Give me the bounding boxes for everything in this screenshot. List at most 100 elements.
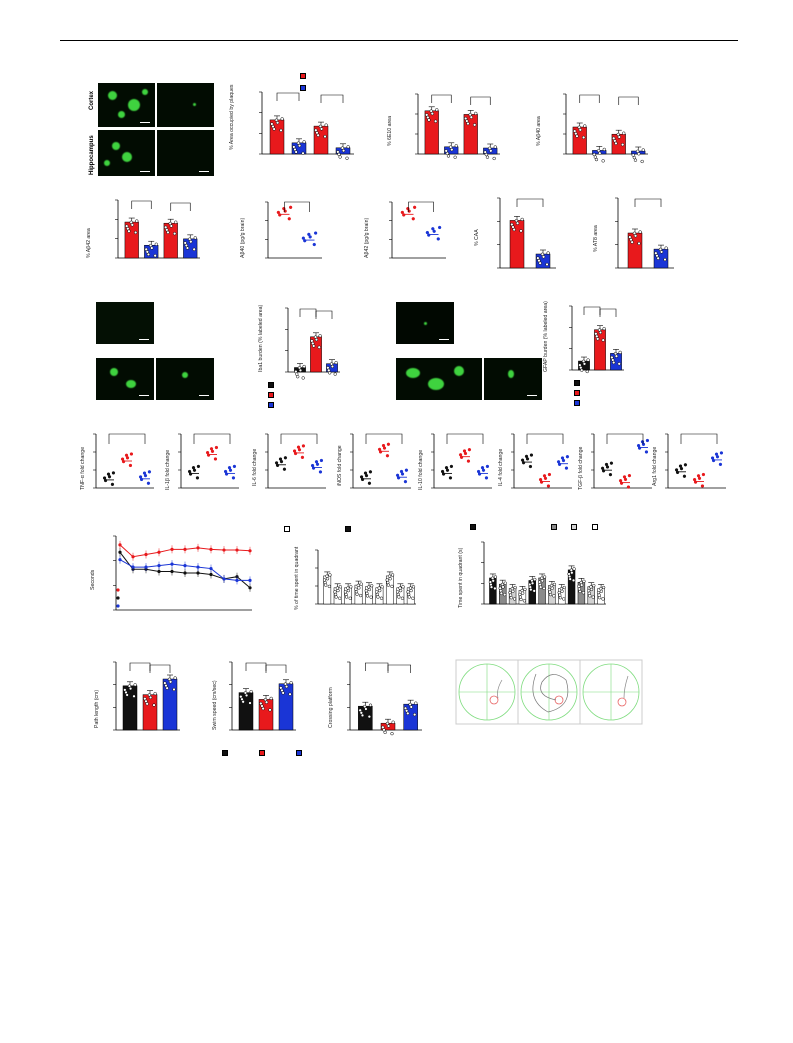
data-point [509, 596, 513, 600]
data-point [264, 700, 269, 704]
significance-bracket [431, 94, 452, 103]
e10-ylabel: % 6E10 area [387, 116, 393, 146]
data-point [578, 589, 582, 594]
data-point [427, 118, 431, 122]
data-point [338, 596, 342, 600]
data-point [294, 150, 298, 154]
data-point [515, 221, 520, 225]
data-point [605, 465, 610, 469]
data-point [414, 701, 418, 705]
data-point [485, 155, 490, 159]
data-point [407, 595, 411, 599]
data-point [552, 582, 557, 587]
data-point [249, 689, 253, 694]
legend-red-square [268, 392, 274, 398]
gfap-ylabel: GFAP burden (% labeled area) [543, 301, 549, 372]
data-point [302, 364, 306, 369]
data-point [153, 254, 157, 258]
data-point [411, 596, 415, 600]
axes [350, 433, 411, 489]
data-point [493, 586, 497, 591]
data-point [489, 585, 494, 589]
data-point [388, 577, 392, 581]
data-point [583, 124, 587, 128]
data-point [562, 597, 566, 601]
data-point [585, 369, 589, 374]
data-point [145, 702, 149, 706]
significance-bracket [680, 433, 718, 444]
top-rule [60, 40, 738, 41]
chart-escape-latency [113, 535, 252, 611]
data-point [279, 459, 284, 464]
tnf-ylabel: TNF-α fold change [80, 447, 86, 490]
time-quadrant-ylabel: Time spent in quadrant (s) [458, 547, 464, 608]
data-point [275, 121, 280, 125]
data-point [523, 587, 527, 592]
data-point [543, 476, 548, 480]
legend-blue-square [300, 85, 306, 91]
data-point [542, 575, 547, 579]
data-point [446, 154, 451, 158]
data-point [663, 257, 667, 262]
chart-tgfb-fold-change [591, 433, 652, 489]
chart-at8-area [615, 197, 674, 269]
track-image-2 [517, 659, 581, 725]
data-point [601, 585, 606, 590]
data-point [349, 585, 353, 589]
data-point [152, 703, 156, 707]
legend-blue-square [296, 750, 302, 756]
data-point [269, 696, 273, 701]
data-point [484, 476, 489, 480]
data-point [345, 156, 349, 160]
data-point [580, 368, 584, 372]
micrograph-cortex-2 [157, 83, 214, 127]
data-point [449, 464, 454, 469]
chart-ab40-area [563, 93, 648, 164]
data-point [364, 707, 368, 711]
data-point [228, 468, 233, 472]
data-point [125, 456, 130, 460]
data-point [450, 147, 454, 152]
chart-percent-time-quadrant [315, 549, 416, 605]
data-point [682, 474, 687, 478]
legend-black-square [222, 750, 228, 756]
data-point [297, 448, 302, 452]
data-point [640, 159, 644, 164]
il4-ylabel: IL-4 fold change [498, 449, 504, 486]
data-point [489, 149, 493, 153]
data-point [134, 230, 138, 235]
data-point [532, 589, 536, 593]
legend-black-square [470, 524, 476, 530]
legend-black-square [345, 526, 351, 532]
data-point [318, 470, 323, 474]
data-point [425, 230, 430, 235]
data-point [334, 361, 338, 365]
data-point [542, 586, 546, 591]
legend-black-square [268, 382, 274, 388]
data-point [683, 463, 688, 467]
data-point [400, 596, 405, 600]
data-point [469, 115, 473, 119]
chart-path-length [113, 661, 180, 731]
data-point [307, 232, 311, 237]
data-point [601, 597, 605, 601]
data-point [552, 594, 556, 598]
data-point [623, 477, 628, 482]
data-point [280, 117, 284, 121]
data-point [491, 579, 495, 583]
data-point [570, 571, 574, 575]
data-point [538, 261, 542, 265]
micrograph-gfap-2 [396, 358, 482, 400]
significance-bracket [579, 94, 600, 103]
data-point [540, 579, 545, 583]
axes [389, 201, 446, 259]
data-point [314, 337, 319, 342]
data-point [367, 715, 371, 719]
chart-time-spent-quadrant [481, 541, 606, 605]
significance-bracket [320, 94, 344, 103]
data-point [185, 246, 190, 250]
data-point [382, 446, 387, 450]
legend-red-square [259, 750, 265, 756]
data-point [715, 455, 720, 459]
ab40-area-ylabel: % Aβ40 area [536, 116, 542, 146]
